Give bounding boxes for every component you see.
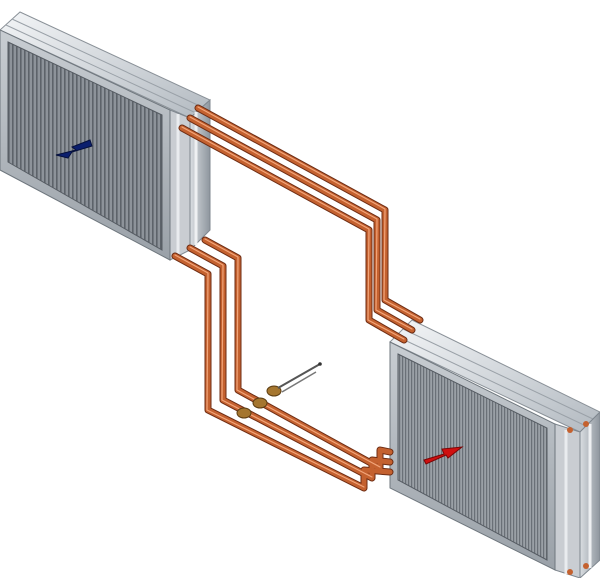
upper-coil-airflow-arrow bbox=[55, 139, 93, 159]
valve-fitting bbox=[236, 407, 252, 419]
lower-pipe-run bbox=[171, 236, 394, 492]
lower-coil-airflow-arrow bbox=[423, 446, 464, 465]
valve-assembly bbox=[236, 362, 322, 419]
valve-fitting bbox=[252, 397, 268, 409]
lower-coil bbox=[389, 319, 600, 578]
lower-pipe-1 bbox=[202, 237, 393, 471]
upper-pipe-run bbox=[178, 104, 424, 344]
upper-coil bbox=[0, 11, 211, 261]
lower-coil-fins bbox=[397, 353, 548, 561]
valve-fitting bbox=[266, 385, 282, 397]
valve-actuator-rod bbox=[277, 363, 321, 389]
